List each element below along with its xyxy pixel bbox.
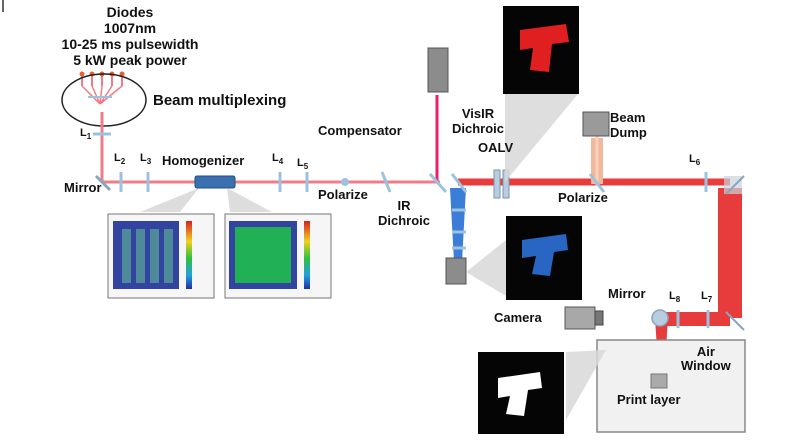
mirror-left-label: Mirror [64, 180, 102, 195]
mirrors [94, 174, 745, 331]
homogenizer-label: Homogenizer [162, 153, 245, 168]
visir-dichroic-line-1: VisIR [461, 106, 495, 121]
diode-spec-block: Diodes 1007nm 10-25 ms pulsewidth 5 kW p… [0, 4, 260, 68]
lens-letter: L [689, 153, 696, 165]
lens-label-l7: L7 [701, 291, 712, 304]
ir-dichroic-line-2: Dichroic [378, 213, 431, 228]
diode-spec-line-1: Diodes [106, 4, 154, 20]
oalv-red-pattern [520, 24, 569, 72]
print-layer-label: Print layer [617, 392, 681, 407]
camera-device [564, 306, 604, 330]
lens-sub: 4 [278, 157, 284, 167]
ir-dichroic-line-1: IR [397, 198, 411, 213]
ir-beam-path [100, 95, 440, 184]
beam-dump [582, 111, 610, 137]
print-layer-spot [650, 373, 668, 389]
lens-letter: L [80, 127, 87, 139]
lens-letter: L [114, 152, 121, 164]
lens-sub: 3 [146, 157, 152, 167]
lens-label-l8: L8 [669, 291, 680, 304]
homogenizer-rod [194, 175, 236, 189]
camera-beam-path [450, 188, 466, 262]
diode-spec-line-4: 5 kW peak power [73, 52, 187, 68]
mirror-right-label: Mirror [608, 286, 646, 301]
compensator-label: Compensator [318, 123, 402, 138]
beam-multiplexing-label: Beam multiplexing [153, 92, 287, 109]
lens-label-l4: L4 [272, 153, 283, 166]
lens-letter: L [701, 290, 708, 302]
lens-sub: 5 [303, 162, 309, 172]
lens-sub: 2 [120, 157, 126, 167]
camera-blue-pattern [522, 234, 568, 276]
air-window-label: Air Window [681, 345, 731, 373]
dump-beam-path [591, 136, 603, 186]
beam-dump-label: Beam Dump [610, 110, 647, 140]
lens-letter: L [140, 152, 147, 164]
lens-sub: 7 [707, 295, 713, 305]
lens-sub: 6 [695, 158, 701, 168]
camera-label: Camera [494, 310, 542, 325]
build-chamber [596, 339, 746, 433]
diode-spec-line-2: 1007nm [103, 20, 157, 36]
beam-dump-line-1: Beam [610, 110, 646, 125]
camera-inset-source [445, 257, 467, 285]
lens-letter: L [669, 290, 676, 302]
diode-spec-line-3: 10-25 ms pulsewidth [61, 36, 199, 52]
multiplexing-ellipse [61, 73, 147, 127]
ir-dichroic-label: IR Dichroic [378, 198, 430, 228]
visible-source [427, 47, 449, 93]
visir-dichroic-label: VisIR Dichroic [452, 106, 504, 136]
profile-after-inset [224, 213, 332, 299]
oalv-device [493, 169, 510, 199]
beam-dump-line-2: Dump [610, 125, 647, 140]
lens-label-l2: L2 [114, 153, 125, 166]
print-white-pattern [498, 372, 542, 416]
lens-label-l6: L6 [689, 154, 700, 167]
lens-label-l1: L1 [80, 128, 91, 141]
lens-label-l5: L5 [297, 158, 308, 171]
lens-letter: L [297, 157, 304, 169]
polarize-left-label: Polarize [318, 187, 368, 202]
oalv-label: OALV [478, 140, 514, 155]
air-window-line-1: Air [696, 344, 715, 359]
profile-before-inset [107, 213, 215, 299]
visir-dichroic-line-2: Dichroic [452, 121, 505, 136]
dichroics [341, 171, 606, 193]
callout-wedges [140, 94, 606, 420]
air-window-line-2: Window [681, 358, 731, 373]
lens-sub: 1 [86, 132, 92, 142]
lens-label-l3: L3 [140, 153, 151, 166]
polarize-right-label: Polarize [558, 190, 608, 205]
lens-letter: L [272, 152, 279, 164]
lens-optics [93, 132, 710, 328]
lens-sub: 8 [675, 295, 681, 305]
